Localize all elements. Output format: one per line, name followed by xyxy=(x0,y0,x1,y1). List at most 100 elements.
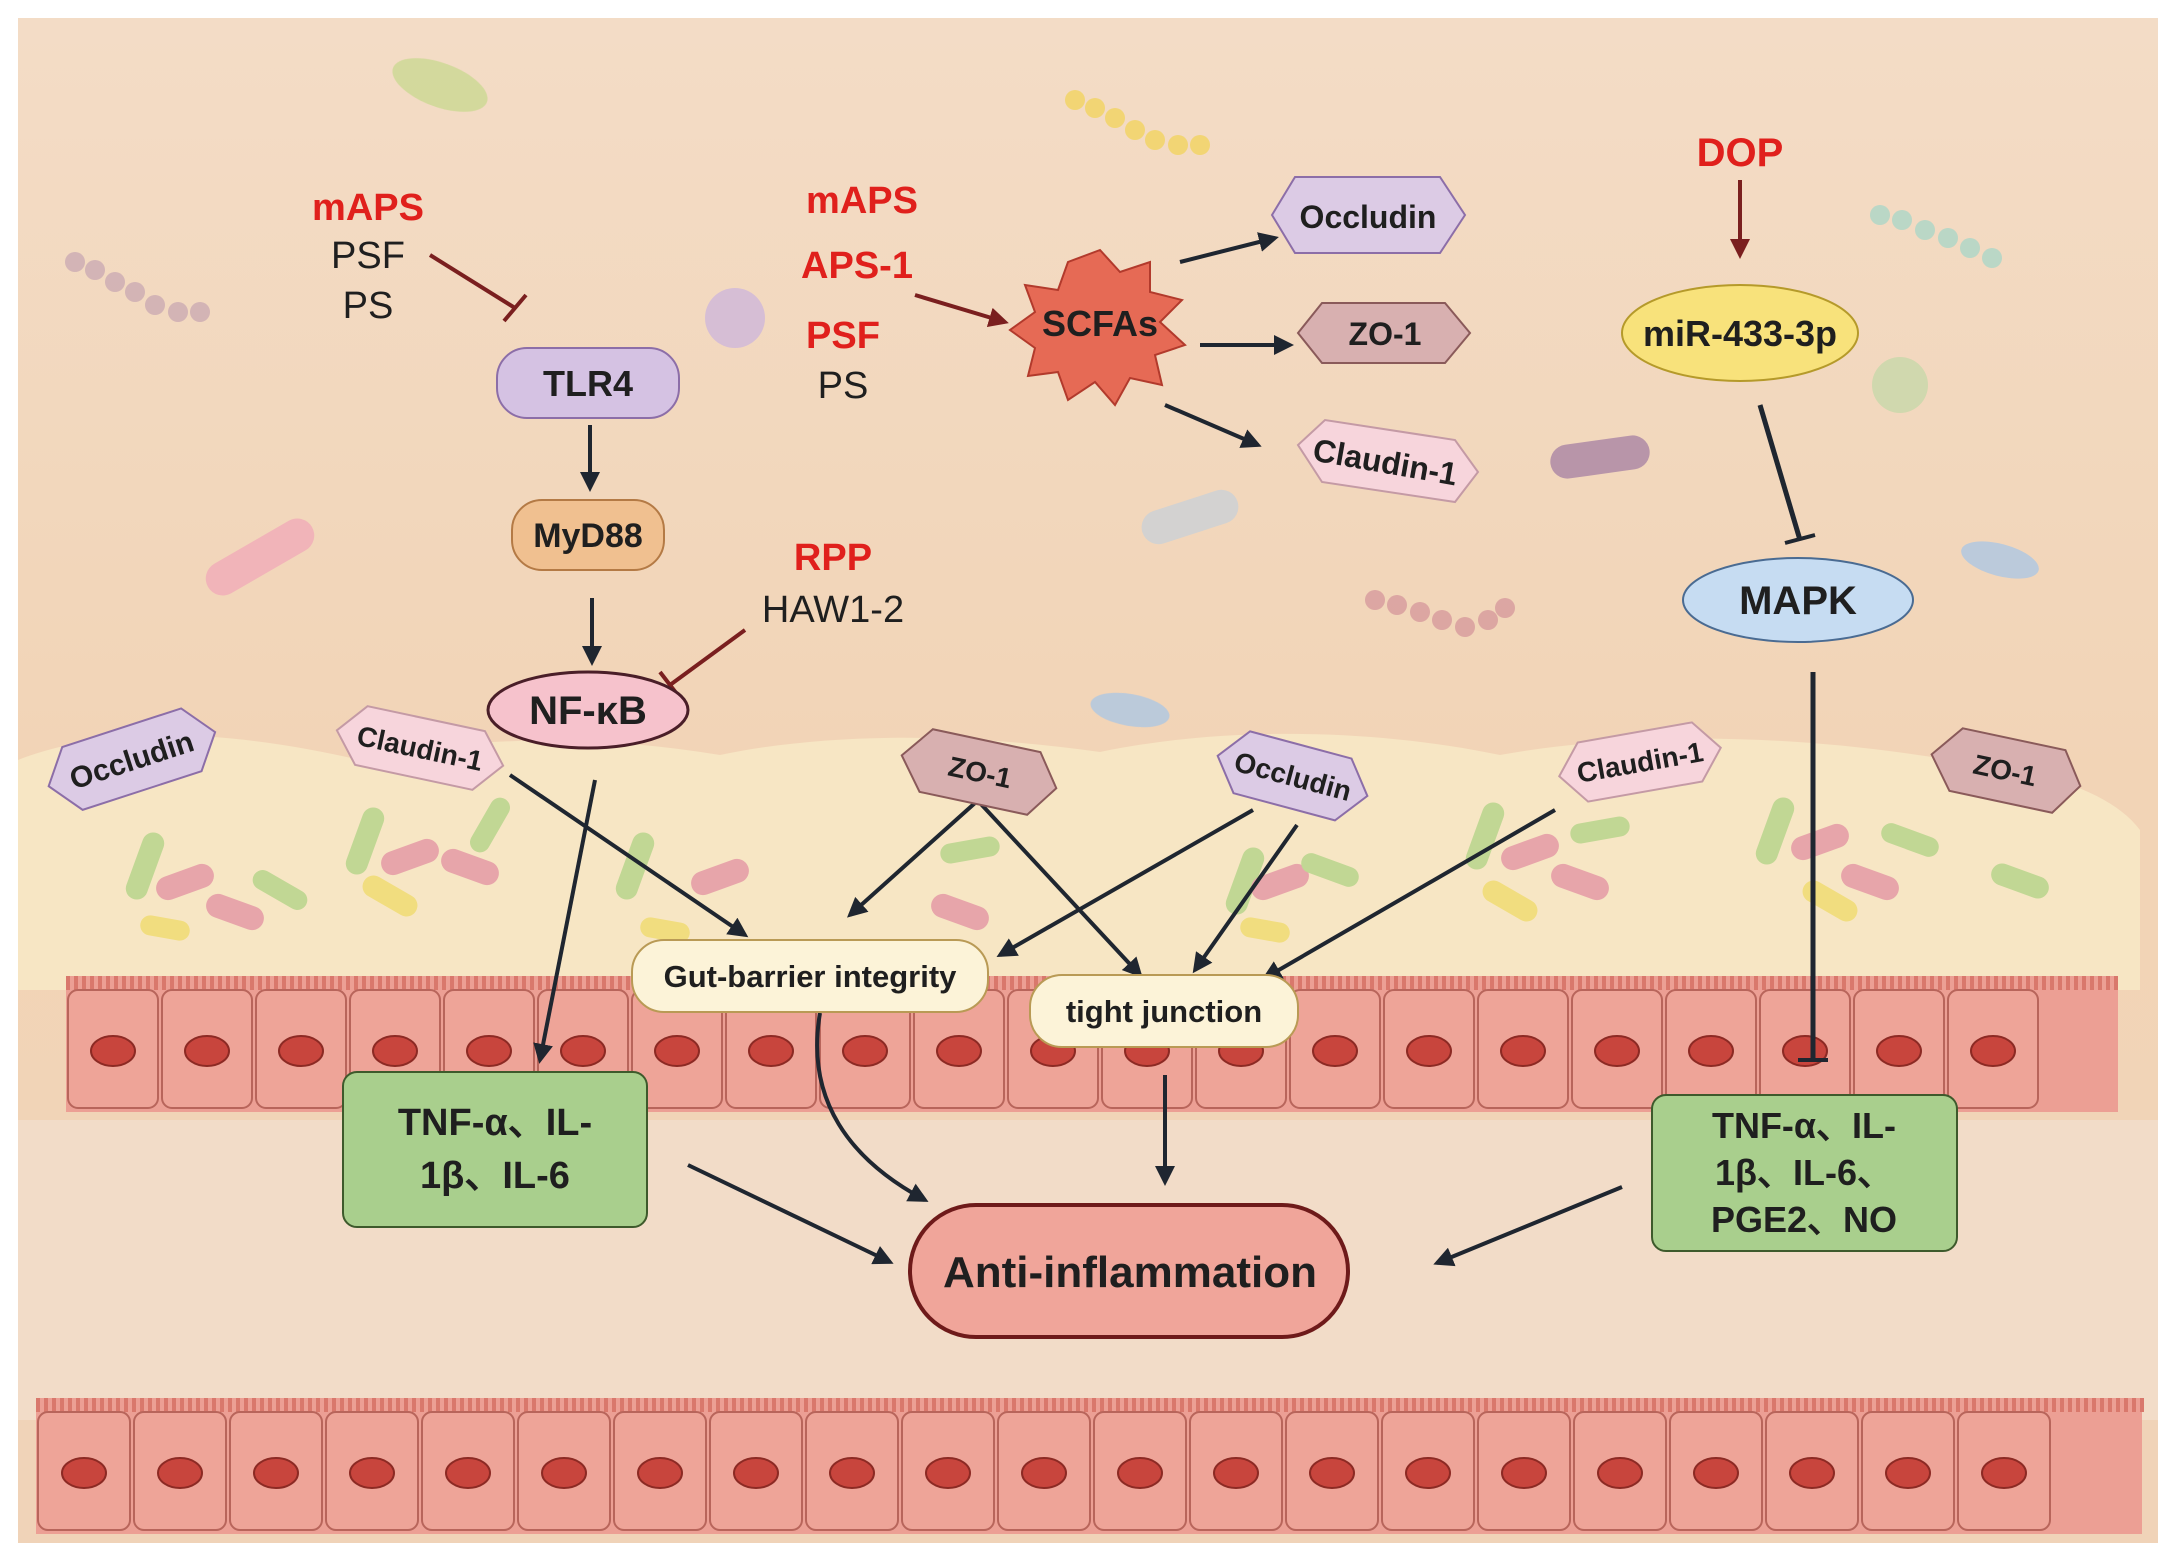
microvillus xyxy=(820,1398,824,1412)
microvillus xyxy=(828,1398,832,1412)
microvillus xyxy=(1276,1398,1280,1412)
microvillus xyxy=(1108,1398,1112,1412)
microvillus xyxy=(2108,1398,2112,1412)
microvillus xyxy=(170,976,174,990)
microvillus xyxy=(1716,1398,1720,1412)
cell-nucleus xyxy=(1876,1035,1922,1067)
microvillus xyxy=(1780,1398,1784,1412)
microvillus xyxy=(1938,976,1942,990)
microvillus xyxy=(140,1398,144,1412)
microvillus xyxy=(1972,1398,1976,1412)
occludin-top-label: Occludin xyxy=(1300,199,1437,235)
microvillus xyxy=(1348,1398,1352,1412)
microvillus xyxy=(1572,1398,1576,1412)
mapk-node xyxy=(1682,557,1914,643)
cell-nucleus xyxy=(936,1035,982,1067)
occludin-left-tag xyxy=(47,707,217,811)
microvillus xyxy=(1978,976,1982,990)
microvillus xyxy=(1010,976,1014,990)
microvillus xyxy=(2042,976,2046,990)
microvillus xyxy=(1236,1398,1240,1412)
microvillus xyxy=(1700,1398,1704,1412)
microvillus xyxy=(1260,1398,1264,1412)
cell-nucleus xyxy=(184,1035,230,1067)
claudin-left-tag xyxy=(335,705,505,791)
microvillus xyxy=(2034,976,2038,990)
microvillus xyxy=(1380,1398,1384,1412)
microvillus xyxy=(1610,976,1614,990)
microvillus xyxy=(1916,1398,1920,1412)
microvillus xyxy=(1644,1398,1648,1412)
microvillus xyxy=(2020,1398,2024,1412)
microvillus xyxy=(1682,976,1686,990)
microvillus xyxy=(1132,1398,1136,1412)
microvillus xyxy=(1948,1398,1952,1412)
microvillus xyxy=(876,1398,880,1412)
microvillus xyxy=(1522,976,1526,990)
microvillus xyxy=(636,1398,640,1412)
inhibit-line-tlr4 xyxy=(428,253,517,310)
microvillus xyxy=(298,976,302,990)
microvillus xyxy=(538,976,542,990)
microvillus xyxy=(1340,1398,1344,1412)
microvillus xyxy=(426,976,430,990)
microvillus xyxy=(1306,976,1310,990)
inhibit-line-nfkb xyxy=(668,628,747,687)
microvillus xyxy=(1490,976,1494,990)
cell-nucleus xyxy=(842,1035,888,1067)
microvillus xyxy=(124,1398,128,1412)
microvillus xyxy=(900,1398,904,1412)
microvillus xyxy=(2084,1398,2088,1412)
microvillus xyxy=(1180,1398,1184,1412)
microvillus xyxy=(258,976,262,990)
microvillus xyxy=(1444,1398,1448,1412)
microvillus xyxy=(1300,1398,1304,1412)
cell-nucleus xyxy=(1688,1035,1734,1067)
microvillus xyxy=(1578,976,1582,990)
microvillus xyxy=(1540,1398,1544,1412)
microvillus xyxy=(1476,1398,1480,1412)
microbe-decorations xyxy=(65,58,2039,728)
microvillus xyxy=(1708,1398,1712,1412)
microvillus xyxy=(932,1398,936,1412)
microvillus xyxy=(788,1398,792,1412)
microvillus xyxy=(804,1398,808,1412)
microvillus xyxy=(36,1398,40,1412)
microvillus xyxy=(1034,976,1038,990)
arrow-zo1-tightjunction xyxy=(978,801,1143,978)
cell-nucleus xyxy=(445,1457,491,1489)
microvillus xyxy=(82,976,86,990)
microvillus xyxy=(1538,976,1542,990)
microvillus xyxy=(1660,1398,1664,1412)
zo1-mid-tag xyxy=(900,728,1058,816)
microvillus xyxy=(516,1398,520,1412)
arrow-occludin-gutbarrier xyxy=(996,808,1254,957)
scfas-burst xyxy=(1008,248,1187,407)
microvillus xyxy=(964,1398,968,1412)
microvillus xyxy=(994,976,998,990)
arrow-cytokines-right-anti xyxy=(1433,1185,1623,1267)
tight-junction-label: tight junction xyxy=(1066,994,1262,1029)
microvillus xyxy=(548,1398,552,1412)
microvillus xyxy=(444,1398,448,1412)
microvillus xyxy=(1124,1398,1128,1412)
scfas-label: SCFAs xyxy=(1042,303,1158,344)
microvillus xyxy=(1756,1398,1760,1412)
inhibit-line-mapk xyxy=(1757,404,1803,541)
microvillus xyxy=(1980,1398,1984,1412)
zo1-top-label: ZO-1 xyxy=(1349,316,1422,352)
microvillus xyxy=(306,976,310,990)
microvillus xyxy=(108,1398,112,1412)
microvillus xyxy=(2018,976,2022,990)
microvillus xyxy=(1666,976,1670,990)
microvillus xyxy=(610,976,614,990)
microvillus xyxy=(644,1398,648,1412)
microvillus xyxy=(1772,1398,1776,1412)
cell-nucleus xyxy=(1693,1457,1739,1489)
microvillus xyxy=(172,1398,176,1412)
microvillus xyxy=(2106,976,2110,990)
microvillus xyxy=(1962,976,1966,990)
microvillus xyxy=(308,1398,312,1412)
microvillus xyxy=(692,1398,696,1412)
microvillus xyxy=(580,1398,584,1412)
